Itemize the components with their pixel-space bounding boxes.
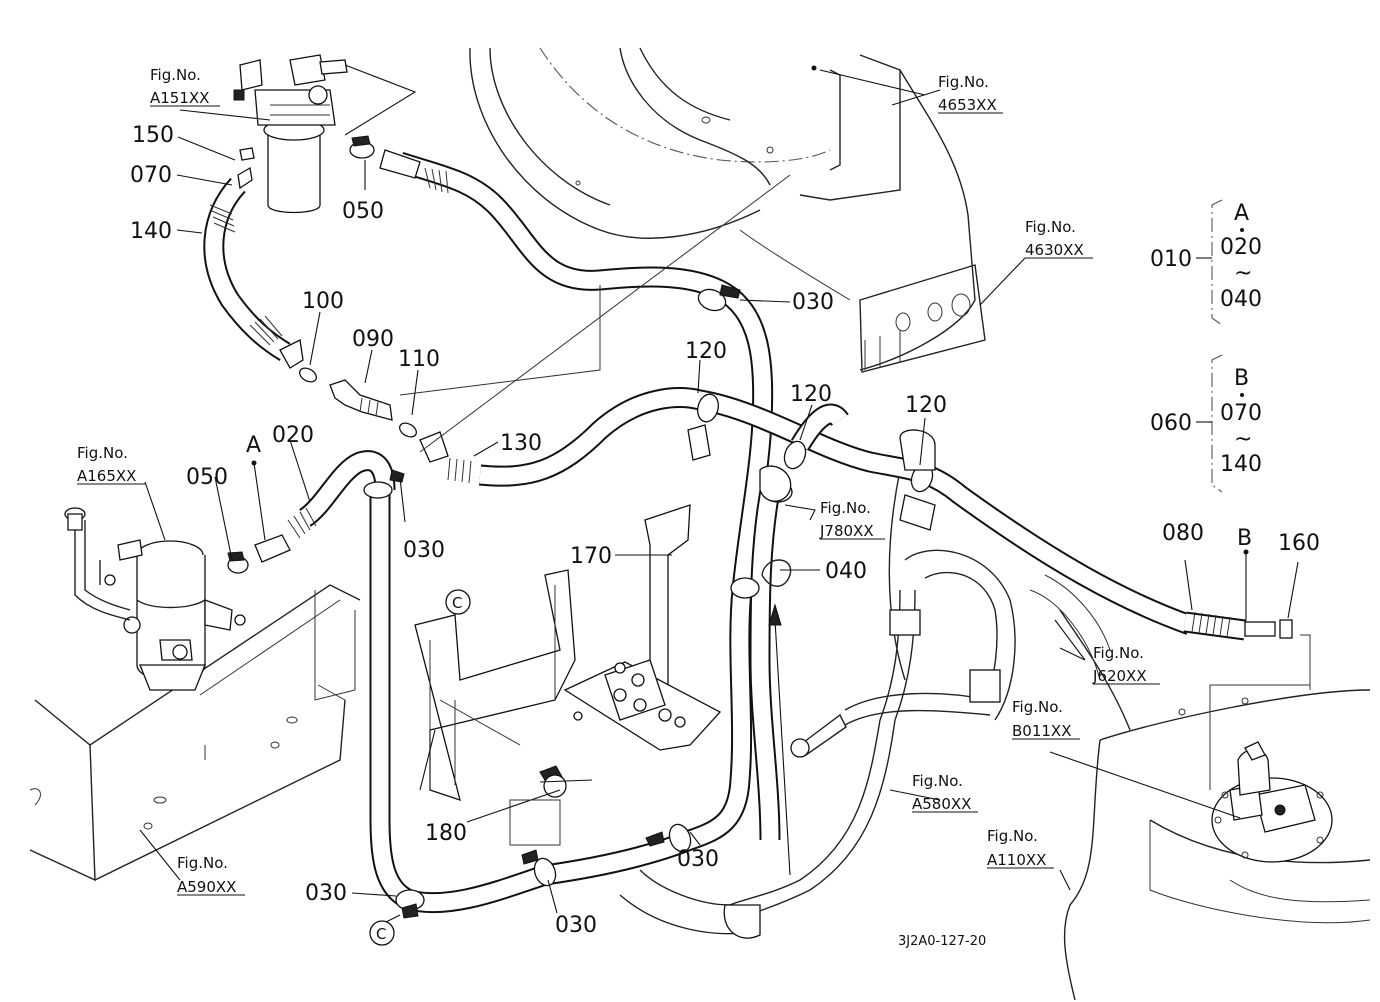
label-090: 090 bbox=[352, 327, 394, 352]
label-030-mid: 030 bbox=[403, 538, 445, 563]
label-020: 020 bbox=[272, 423, 314, 448]
label-C-bottom: C bbox=[376, 925, 386, 943]
kit-b-from: 070 bbox=[1220, 401, 1262, 426]
fig-ref-a580: A580XX bbox=[912, 795, 971, 813]
fuel-pump bbox=[64, 507, 246, 691]
kit-a-number: 010 bbox=[1150, 247, 1192, 272]
label-050-left: 050 bbox=[186, 465, 228, 490]
label-120-b: 120 bbox=[790, 382, 832, 407]
fig-no-a110: Fig.No. bbox=[987, 827, 1038, 845]
fig-no-a165: Fig.No. bbox=[77, 444, 128, 462]
label-030-bottom-left: 030 bbox=[305, 881, 347, 906]
label-110: 110 bbox=[398, 347, 440, 372]
fig-ref-a165: A165XX bbox=[77, 467, 136, 485]
label-030-top: 030 bbox=[792, 290, 834, 315]
bracket-170 bbox=[414, 569, 576, 801]
label-150: 150 bbox=[132, 123, 174, 148]
fig-ref-4653: 4653XX bbox=[938, 96, 997, 114]
fig-no-a151: Fig.No. bbox=[150, 66, 201, 84]
fig-ref-a590: A590XX bbox=[177, 878, 236, 896]
fittings bbox=[254, 149, 1293, 639]
fig-ref-a151: A151XX bbox=[150, 89, 209, 107]
kit-a-to: 040 bbox=[1220, 287, 1262, 312]
label-100: 100 bbox=[302, 289, 344, 314]
tank-sender bbox=[1211, 741, 1333, 863]
kit-a-tilde: ~ bbox=[1234, 261, 1252, 286]
label-140: 140 bbox=[130, 219, 172, 244]
label-030-bottom-right: 030 bbox=[677, 847, 719, 872]
fig-no-j620: Fig.No. bbox=[1093, 644, 1144, 662]
kit-brackets bbox=[1196, 199, 1223, 493]
kit-legend: 010 A 020 ~ 040 060 B 070 ~ 140 bbox=[1150, 201, 1262, 477]
label-130: 130 bbox=[500, 431, 542, 456]
leader-lines bbox=[139, 64, 1311, 926]
fig-ref-j780: J780XX bbox=[819, 522, 874, 540]
label-170: 170 bbox=[570, 544, 612, 569]
label-120-c: 120 bbox=[905, 393, 947, 418]
label-C-top: C bbox=[452, 594, 462, 612]
label-070: 070 bbox=[130, 163, 172, 188]
wire-harness bbox=[723, 549, 1111, 939]
kit-a-from: 020 bbox=[1220, 235, 1262, 260]
label-080: 080 bbox=[1162, 521, 1204, 546]
figure-references: Fig.No. A151XX Fig.No. 4653XX Fig.No. 46… bbox=[77, 66, 1160, 896]
label-B: B bbox=[1237, 526, 1252, 551]
fig-no-4630: Fig.No. bbox=[1025, 218, 1076, 236]
fig-no-4653: Fig.No. bbox=[938, 73, 989, 91]
kit-b-to: 140 bbox=[1220, 452, 1262, 477]
label-040: 040 bbox=[825, 559, 867, 584]
label-050-top: 050 bbox=[342, 199, 384, 224]
brackets bbox=[414, 469, 906, 801]
fuel-filter bbox=[233, 54, 348, 214]
fig-no-j780: Fig.No. bbox=[820, 499, 871, 517]
connection-markers: C C bbox=[369, 589, 471, 946]
fig-ref-j620: J620XX bbox=[1092, 667, 1147, 685]
kit-a-letter: A bbox=[1234, 201, 1249, 226]
kit-b-number: 060 bbox=[1150, 411, 1192, 436]
label-180: 180 bbox=[425, 821, 467, 846]
label-160: 160 bbox=[1278, 531, 1320, 556]
fig-no-b011: Fig.No. bbox=[1012, 698, 1063, 716]
label-120-a: 120 bbox=[685, 339, 727, 364]
corrugations bbox=[209, 167, 1231, 638]
label-A-left: A bbox=[246, 433, 261, 458]
part-labels: 150 070 140 050 100 090 110 130 020 A 05… bbox=[130, 123, 1320, 938]
fig-ref-b011: B011XX bbox=[1012, 722, 1071, 740]
joint-090 bbox=[329, 379, 393, 421]
fuel-hoses bbox=[203, 152, 1247, 914]
label-030-bottom: 030 bbox=[555, 913, 597, 938]
kit-b-tilde: ~ bbox=[1234, 427, 1252, 452]
drawing-code: 3J2A0-127-20 bbox=[898, 934, 986, 949]
fig-ref-a110: A110XX bbox=[987, 851, 1046, 869]
fig-no-a580: Fig.No. bbox=[912, 772, 963, 790]
fig-no-a590: Fig.No. bbox=[177, 854, 228, 872]
kit-b-letter: B bbox=[1234, 366, 1249, 391]
fig-ref-4630: 4630XX bbox=[1025, 241, 1084, 259]
